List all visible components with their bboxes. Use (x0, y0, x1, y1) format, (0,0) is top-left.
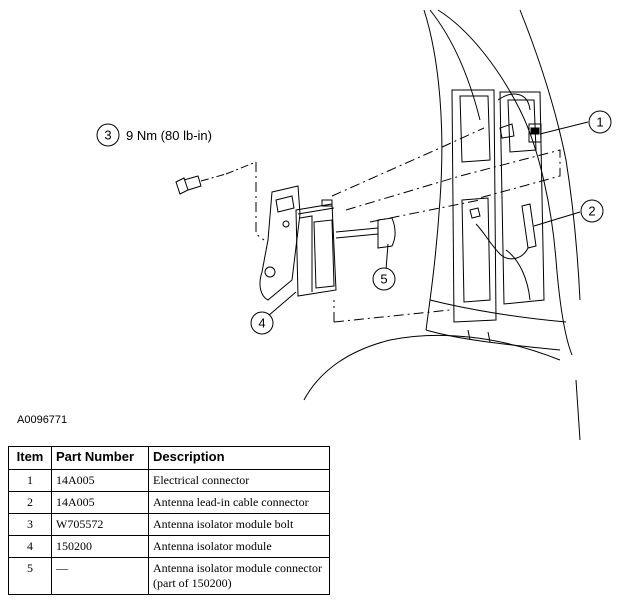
antenna-lead-in-connector-drawing (469, 203, 537, 260)
row-description: Antenna isolator module (148, 535, 330, 558)
callout-2-label: 2 (588, 204, 595, 219)
row-description: Antenna isolator module bolt (148, 513, 330, 536)
callout-1-label: 1 (596, 115, 603, 130)
torque-spec: 9 Nm (80 lb-in) (126, 128, 212, 143)
bolt-drawing (175, 161, 257, 195)
row-item: 3 (8, 513, 52, 536)
table-row: 4 150200 Antenna isolator module (8, 535, 330, 558)
row-description: Antenna isolator module connector (part … (148, 557, 330, 595)
row-part-number: 14A005 (51, 491, 149, 514)
row-part-number: 14A005 (51, 469, 149, 492)
row-part-number: 150200 (51, 535, 149, 558)
table-row: 1 14A005 Electrical connector (8, 469, 330, 492)
isolator-module-drawing (259, 185, 396, 301)
body-panel (303, 9, 581, 440)
callout-1: 1 (588, 110, 612, 134)
parts-table: Item Part Number Description 1 14A005 El… (8, 446, 330, 595)
row-part-number: — (51, 557, 149, 595)
callout-4-label: 4 (258, 316, 265, 331)
callout-leaders (267, 121, 589, 317)
table-header-row: Item Part Number Description (8, 446, 330, 470)
row-item: 1 (8, 469, 52, 492)
table-row: 2 14A005 Antenna lead-in cable connector (8, 491, 330, 514)
header-part-number: Part Number (51, 446, 149, 470)
alignment-lines (255, 127, 561, 323)
header-item: Item (8, 446, 52, 470)
electrical-connector-drawing (499, 123, 542, 143)
header-description: Description (148, 446, 330, 470)
row-description: Antenna lead-in cable connector (148, 491, 330, 514)
callout-2: 2 (580, 199, 604, 223)
callout-5: 5 (372, 267, 396, 291)
callout-3-label: 3 (104, 128, 111, 143)
row-item: 4 (8, 535, 52, 558)
table-row: 3 W705572 Antenna isolator module bolt (8, 513, 330, 536)
antenna-isolator-diagram: 1 2 3 4 5 9 Nm (80 lb-in) (96, 9, 612, 440)
callout-5-label: 5 (380, 272, 387, 287)
row-item: 5 (8, 557, 52, 595)
callout-3: 3 (96, 123, 120, 147)
row-part-number: W705572 (51, 513, 149, 536)
row-item: 2 (8, 491, 52, 514)
table-row: 5 — Antenna isolator module connector (p… (8, 557, 330, 595)
callout-4: 4 (250, 311, 274, 335)
row-description: Electrical connector (148, 469, 330, 492)
figure-id: A0096771 (17, 414, 68, 426)
